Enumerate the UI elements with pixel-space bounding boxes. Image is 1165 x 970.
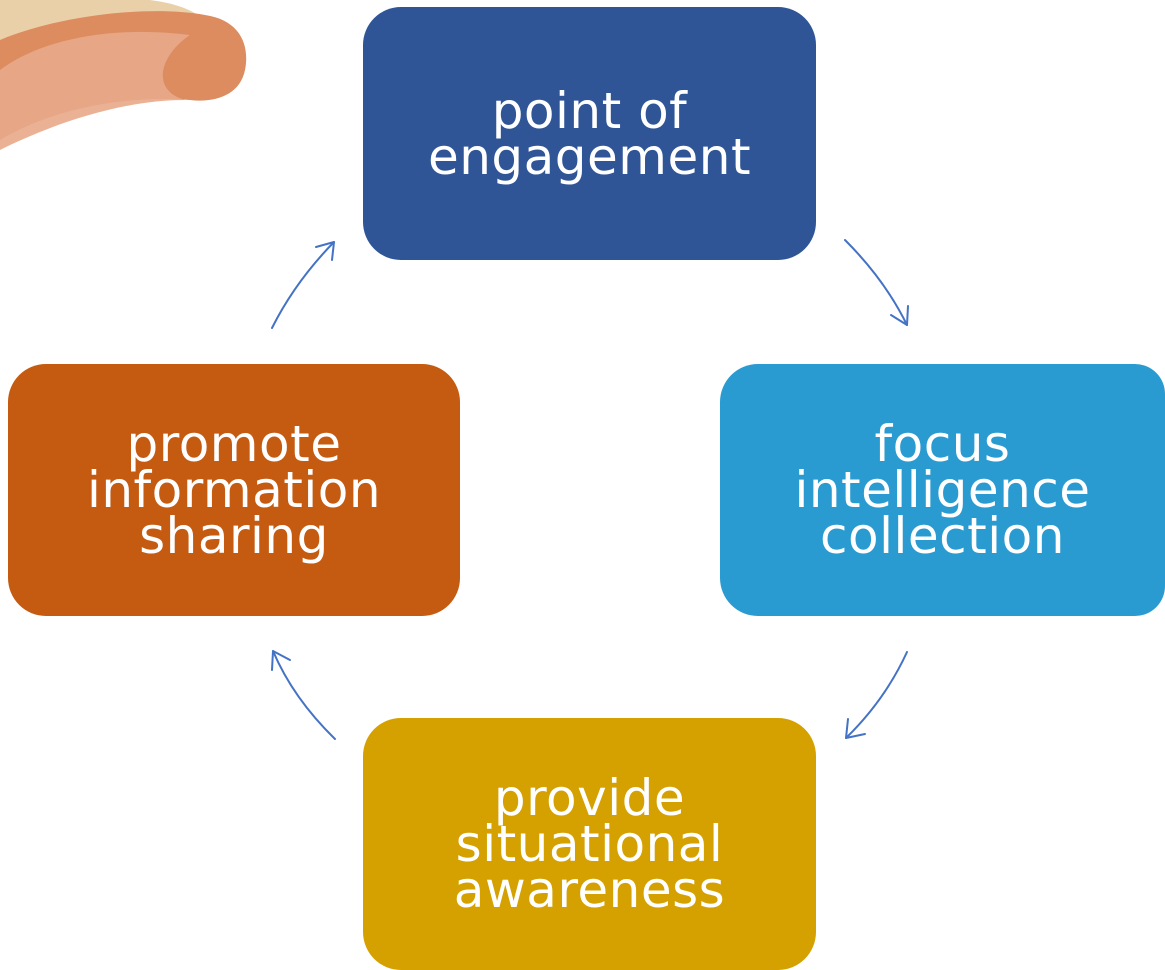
node-focus-intelligence-collection: focus intelligence collection bbox=[720, 364, 1165, 616]
arrow-group bbox=[271, 239, 909, 740]
node-point-of-engagement: point of engagement bbox=[363, 7, 816, 260]
arrow-top-to-right-head bbox=[890, 305, 909, 326]
arrow-right-to-bottom bbox=[845, 651, 908, 739]
node-label-line: awareness bbox=[453, 861, 726, 919]
arrow-top-to-right bbox=[844, 239, 908, 326]
node-label-line: point of bbox=[491, 81, 688, 140]
node-label-line: sharing bbox=[139, 507, 329, 565]
node-label-line: information bbox=[86, 461, 382, 519]
node-label-line: intelligence bbox=[794, 461, 1091, 519]
node-label-line: provide bbox=[493, 769, 686, 827]
decorative-brush-shape bbox=[0, 0, 247, 150]
node-label-line: engagement bbox=[427, 127, 752, 186]
node-label-line: collection bbox=[820, 507, 1065, 565]
arrow-left-to-top-head bbox=[315, 241, 335, 261]
brush-stroke-pink bbox=[0, 31, 190, 150]
node-provide-situational-awareness: provide situational awareness bbox=[363, 718, 816, 970]
node-promote-information-sharing: promote information sharing bbox=[8, 364, 460, 616]
arrow-bottom-to-left bbox=[272, 650, 336, 740]
node-label-line: promote bbox=[126, 415, 342, 473]
node-label-line: situational bbox=[455, 815, 724, 873]
arrow-left-to-top bbox=[271, 241, 335, 329]
arrow-right-to-bottom-head bbox=[845, 718, 866, 739]
node-label-line: focus bbox=[874, 415, 1011, 473]
arrow-bottom-to-left-head bbox=[271, 650, 291, 671]
